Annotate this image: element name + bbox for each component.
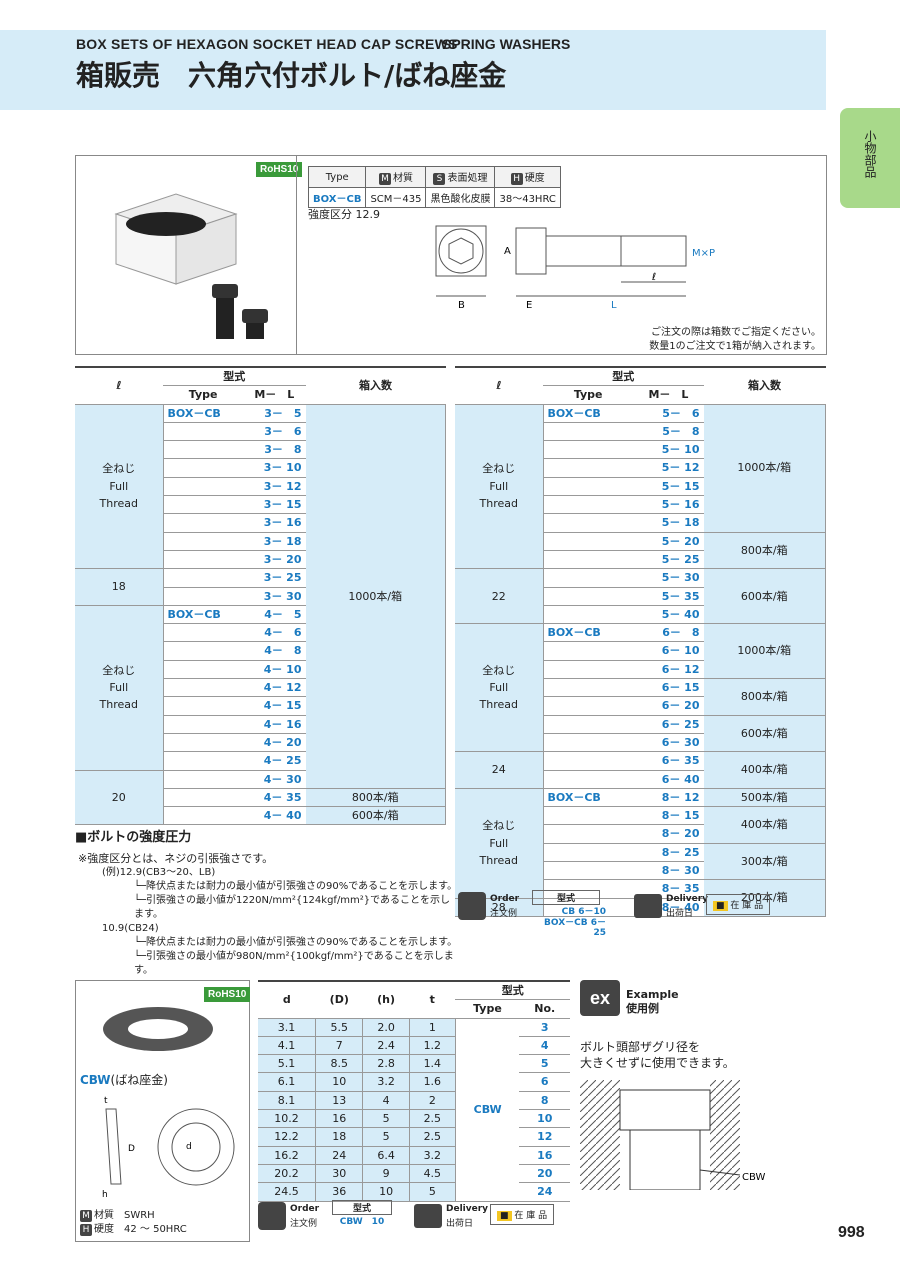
table-row: 4－ 16 xyxy=(75,715,446,734)
washer-image xyxy=(103,1007,213,1051)
table-row: 3－ 20 xyxy=(75,550,446,570)
table-row: 3－ 18 xyxy=(75,532,446,551)
table-row: 4－ 10 xyxy=(75,660,446,680)
table-row: 5－ 25 xyxy=(455,550,826,570)
table-row: 4－ 8 xyxy=(75,641,446,661)
jp-title: 箱販売 六角穴付ボルト/ばね座金 xyxy=(76,59,507,92)
strength-title: ■ボルトの強度圧力 xyxy=(75,830,192,845)
table-row: 3－ 12 xyxy=(75,477,446,497)
table-row: 5－ 35 xyxy=(455,587,826,606)
svg-text:t: t xyxy=(104,1096,108,1106)
side-tab[interactable]: 小物部品 xyxy=(840,108,900,208)
table-row: 5－ 40 xyxy=(455,605,826,625)
svg-text:D: D xyxy=(128,1144,135,1154)
svg-text:E: E xyxy=(526,300,532,311)
table-row: 3－ 10 xyxy=(75,458,446,478)
strength-notes: ※強度区分とは、ネジの引張強さです。(例)12.9(CB3～20、LB)└─降伏… xyxy=(78,852,458,976)
table-row: 5－ 16 xyxy=(455,495,826,515)
table-row: 3－ 8 xyxy=(75,440,446,460)
en-title-2: SPRING WASHERS xyxy=(442,36,571,52)
table-row: 5－ 10 xyxy=(455,440,826,460)
en-title: BOX SETS OF HEXAGON SOCKET HEAD CAP SCRE… xyxy=(76,36,458,52)
table-row: 4－ 25 xyxy=(75,751,446,771)
table-row: 8－ 30 xyxy=(455,861,826,881)
example-diagram: CBW xyxy=(580,1080,765,1190)
order-example-2: Order 注文例 型式 CBW 10 Delivery 出荷日 ■ 在 庫 品 xyxy=(258,1200,578,1236)
bolt-diagram: B E L ℓ A M×P xyxy=(435,225,715,311)
table-row: 3－ 6 xyxy=(75,422,446,442)
example-panel: ex Example 使用例 ボルト頭部ザグリ径を 大きくせずに使用できます。 … xyxy=(580,980,826,1190)
table-row: 5－ 18 xyxy=(455,513,826,533)
table-row: 8－ 20 xyxy=(455,824,826,844)
table-row: 6－ 10 xyxy=(455,641,826,661)
svg-text:d: d xyxy=(186,1142,192,1152)
svg-text:CBW: CBW xyxy=(742,1172,765,1183)
table-row: 3－ 30 xyxy=(75,587,446,606)
header-banner: BOX SETS OF HEXAGON SOCKET HEAD CAP SCRE… xyxy=(0,30,826,110)
table-row: 4－ 6 xyxy=(75,623,446,643)
svg-text:B: B xyxy=(458,300,465,311)
table-row: 6－ 20 xyxy=(455,696,826,716)
table-row: 5－ 15 xyxy=(455,477,826,497)
table-row: 3－ 15 xyxy=(75,495,446,515)
table-row: 5－ 8 xyxy=(455,422,826,442)
table-row: 6－ 30 xyxy=(455,733,826,753)
svg-text:L: L xyxy=(611,300,617,311)
table-row: 4－ 12 xyxy=(75,678,446,698)
strength-class: 強度区分 12.9 xyxy=(308,208,380,221)
table-row: 6－ 12 xyxy=(455,660,826,680)
table-row: 4－ 15 xyxy=(75,696,446,716)
product-image xyxy=(106,174,286,344)
page-number: 998 xyxy=(838,1224,865,1241)
order-example-1: Order 注文例 型式 CB 6－10 BOX－CB 6－25 Deliver… xyxy=(458,888,828,938)
table-row: 4－ 20 xyxy=(75,733,446,753)
svg-text:h: h xyxy=(102,1190,108,1200)
table-row: 3－ 16 xyxy=(75,513,446,533)
table-row: 6－ 40 xyxy=(455,770,826,789)
table-row: 5－ 12 xyxy=(455,458,826,478)
svg-text:M×P: M×P xyxy=(692,248,715,259)
rohs-badge: RoHS10 xyxy=(256,162,303,177)
svg-text:ℓ: ℓ xyxy=(652,272,656,283)
svg-text:A: A xyxy=(504,246,511,257)
